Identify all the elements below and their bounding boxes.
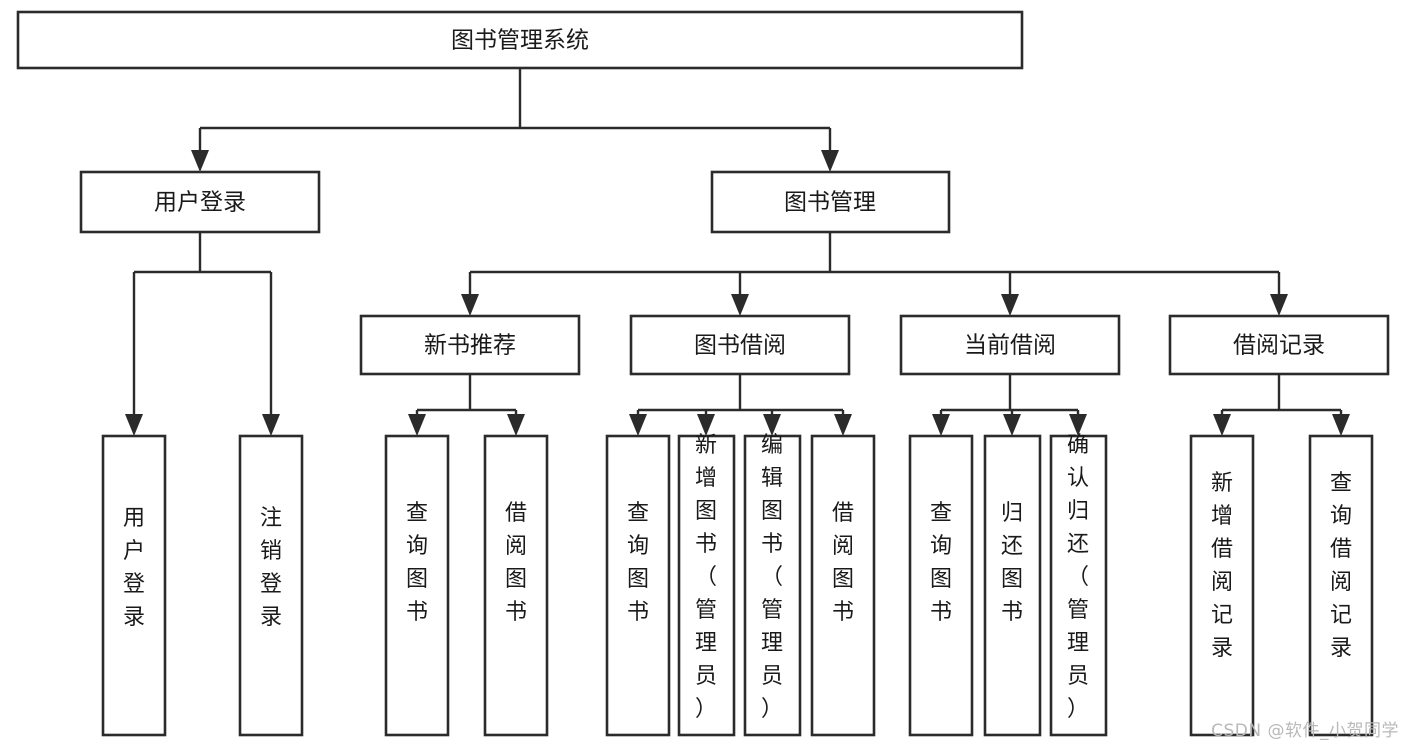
arrow-to-borrow-record	[1270, 294, 1288, 316]
leaf-user-login-label: 用户登录	[123, 506, 145, 630]
connector-layer	[125, 68, 1350, 436]
arrow-to-leaf-logout	[262, 414, 280, 436]
leaf-user-login-box[interactable]	[101, 434, 167, 737]
arrow-to-leaf-user-login	[125, 414, 143, 436]
connector-new-book-recommend-bus	[415, 374, 518, 422]
node-book-manage-box[interactable]	[710, 170, 951, 234]
arrow-to-leaf-borrow-book-2	[834, 414, 852, 436]
node-user-login[interactable]: 用户登录	[79, 170, 321, 234]
node-root[interactable]: 图书管理系统	[16, 10, 1024, 70]
node-new-book-recommend-label: 新书推荐	[424, 333, 516, 359]
leaf-query-book-3-box[interactable]	[908, 434, 974, 737]
connector-book-borrow-bus	[636, 374, 845, 422]
node-layer: 图书管理系统 用户登录 图书管理 新书推荐 图书借阅 当前借阅 借阅记录	[16, 10, 1390, 737]
leaf-borrow-book-2[interactable]: 借阅图书	[810, 434, 876, 737]
arrow-to-leaf-add-book	[697, 414, 715, 436]
leaf-query-book-1-label: 查询图书	[406, 501, 428, 625]
leaf-edit-book-label: 编辑图书（管理员）	[761, 433, 783, 722]
leaf-borrow-book-1[interactable]: 借阅图书	[483, 434, 549, 737]
node-root-label: 图书管理系统	[451, 28, 589, 54]
node-borrow-record-box[interactable]	[1168, 314, 1390, 376]
arrow-to-leaf-query-book-1	[408, 414, 426, 436]
leaf-logout-label: 注销登录	[260, 506, 282, 630]
leaf-query-book-2[interactable]: 查询图书	[605, 434, 671, 737]
node-book-borrow[interactable]: 图书借阅	[629, 314, 851, 376]
arrow-to-leaf-confirm-return	[1069, 414, 1087, 436]
leaf-query-record-box[interactable]	[1308, 434, 1374, 737]
arrow-to-leaf-add-record	[1213, 414, 1231, 436]
arrow-to-leaf-borrow-book-1	[507, 414, 525, 436]
leaf-return-book-label: 归还图书	[1001, 501, 1023, 625]
arrow-to-current-borrow	[1001, 294, 1019, 316]
arrow-to-new-book-recommend	[461, 294, 479, 316]
leaf-query-book-1[interactable]: 查询图书	[384, 434, 450, 737]
leaf-return-book[interactable]: 归还图书	[983, 434, 1042, 737]
leaf-return-book-box[interactable]	[983, 434, 1042, 737]
node-book-borrow-box[interactable]	[629, 314, 851, 376]
arrow-to-leaf-return-book	[1003, 414, 1021, 436]
leaf-logout-box[interactable]	[238, 434, 304, 737]
arrow-to-leaf-query-book-2	[629, 414, 647, 436]
node-new-book-recommend[interactable]: 新书推荐	[359, 314, 581, 376]
arrow-to-book-borrow	[731, 294, 749, 316]
leaf-add-record-box[interactable]	[1189, 434, 1255, 737]
leaf-confirm-return-box[interactable]	[1049, 434, 1108, 737]
connector-root-bus	[198, 68, 832, 158]
node-user-login-label: 用户登录	[154, 190, 246, 216]
leaf-query-record-label: 查询借阅记录	[1330, 471, 1352, 661]
leaf-add-book[interactable]: 新增图书（管理员）	[677, 433, 736, 737]
leaf-edit-book-box[interactable]	[743, 434, 802, 737]
leaf-user-login[interactable]: 用户登录	[101, 434, 167, 737]
leaf-confirm-return[interactable]: 确认归还（管理员）	[1049, 433, 1108, 737]
node-borrow-record-label: 借阅记录	[1233, 333, 1325, 359]
leaf-borrow-book-2-box[interactable]	[810, 434, 876, 737]
node-user-login-box[interactable]	[79, 170, 321, 234]
node-root-box[interactable]	[16, 10, 1024, 70]
leaf-borrow-book-1-box[interactable]	[483, 434, 549, 737]
leaf-add-book-label: 新增图书（管理员）	[695, 433, 717, 722]
leaf-query-book-3-label: 查询图书	[930, 501, 952, 625]
leaf-query-record[interactable]: 查询借阅记录	[1308, 434, 1374, 737]
leaf-query-book-3[interactable]: 查询图书	[908, 434, 974, 737]
arrow-to-leaf-edit-book	[763, 414, 781, 436]
arrow-to-leaf-query-book-3	[932, 414, 950, 436]
node-current-borrow[interactable]: 当前借阅	[899, 314, 1121, 376]
node-book-manage[interactable]: 图书管理	[710, 170, 951, 234]
node-current-borrow-label: 当前借阅	[964, 333, 1056, 359]
leaf-borrow-book-2-label: 借阅图书	[832, 501, 854, 625]
leaf-add-record-label: 新增借阅记录	[1211, 471, 1233, 661]
node-new-book-recommend-box[interactable]	[359, 314, 581, 376]
leaf-logout[interactable]: 注销登录	[238, 434, 304, 737]
node-current-borrow-box[interactable]	[899, 314, 1121, 376]
leaf-add-book-box[interactable]	[677, 434, 736, 737]
connector-borrow-record-bus	[1220, 374, 1343, 422]
leaf-borrow-book-1-label: 借阅图书	[505, 501, 527, 625]
leaf-query-book-2-box[interactable]	[605, 434, 671, 737]
node-book-manage-label: 图书管理	[784, 190, 876, 216]
leaf-edit-book[interactable]: 编辑图书（管理员）	[743, 433, 802, 737]
node-book-borrow-label: 图书借阅	[694, 333, 786, 359]
csdn-watermark: CSDN @软件_小贺同学	[1211, 721, 1399, 741]
arrow-to-user-login	[191, 150, 209, 172]
arrow-to-book-manage	[821, 150, 839, 172]
arrow-to-leaf-query-record	[1332, 414, 1350, 436]
connector-book-manage-bus	[468, 232, 1281, 302]
leaf-add-record[interactable]: 新增借阅记录	[1189, 434, 1255, 737]
node-borrow-record[interactable]: 借阅记录	[1168, 314, 1390, 376]
leaf-query-book-2-label: 查询图书	[627, 501, 649, 625]
leaf-query-book-1-box[interactable]	[384, 434, 450, 737]
connector-user-login-bus	[132, 232, 273, 422]
leaf-confirm-return-label: 确认归还（管理员）	[1067, 433, 1089, 722]
